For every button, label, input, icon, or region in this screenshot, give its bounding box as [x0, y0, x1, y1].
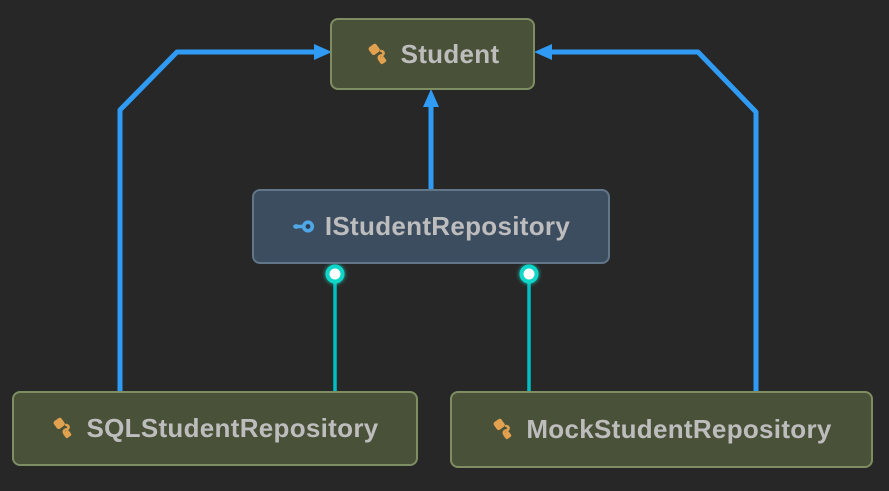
class-icon: [491, 417, 516, 442]
node-label: SQLStudentRepository: [86, 413, 379, 443]
node-label: IStudentRepository: [324, 211, 571, 241]
edge-sqlstudentrepository-to-istudentrepository[interactable]: [325, 264, 345, 392]
edge-sqlstudentrepository-to-student[interactable]: [117, 44, 332, 391]
class-icon: [366, 42, 391, 67]
node-istudentrepository[interactable]: IStudentRepository: [252, 189, 610, 264]
node-label: Student: [400, 38, 500, 69]
arrowhead-left-icon: [534, 44, 552, 60]
lollipop-circle-icon: [325, 264, 345, 284]
class-icon: [51, 416, 76, 441]
node-label: MockStudentRepository: [526, 414, 832, 444]
edge-mockstudentrepository-to-istudentrepository[interactable]: [519, 264, 539, 392]
node-sqlstudentrepository[interactable]: SQLStudentRepository: [12, 391, 418, 466]
node-student[interactable]: Student: [330, 18, 535, 90]
edge-istudentrepository-to-student[interactable]: [423, 89, 439, 189]
arrowhead-right-icon: [314, 44, 332, 60]
edge-mockstudentrepository-to-student[interactable]: [534, 44, 759, 391]
node-mockstudentrepository[interactable]: MockStudentRepository: [450, 391, 873, 468]
interface-icon: [292, 215, 315, 238]
arrowhead-up-icon: [423, 89, 439, 107]
lollipop-circle-icon: [519, 264, 539, 284]
